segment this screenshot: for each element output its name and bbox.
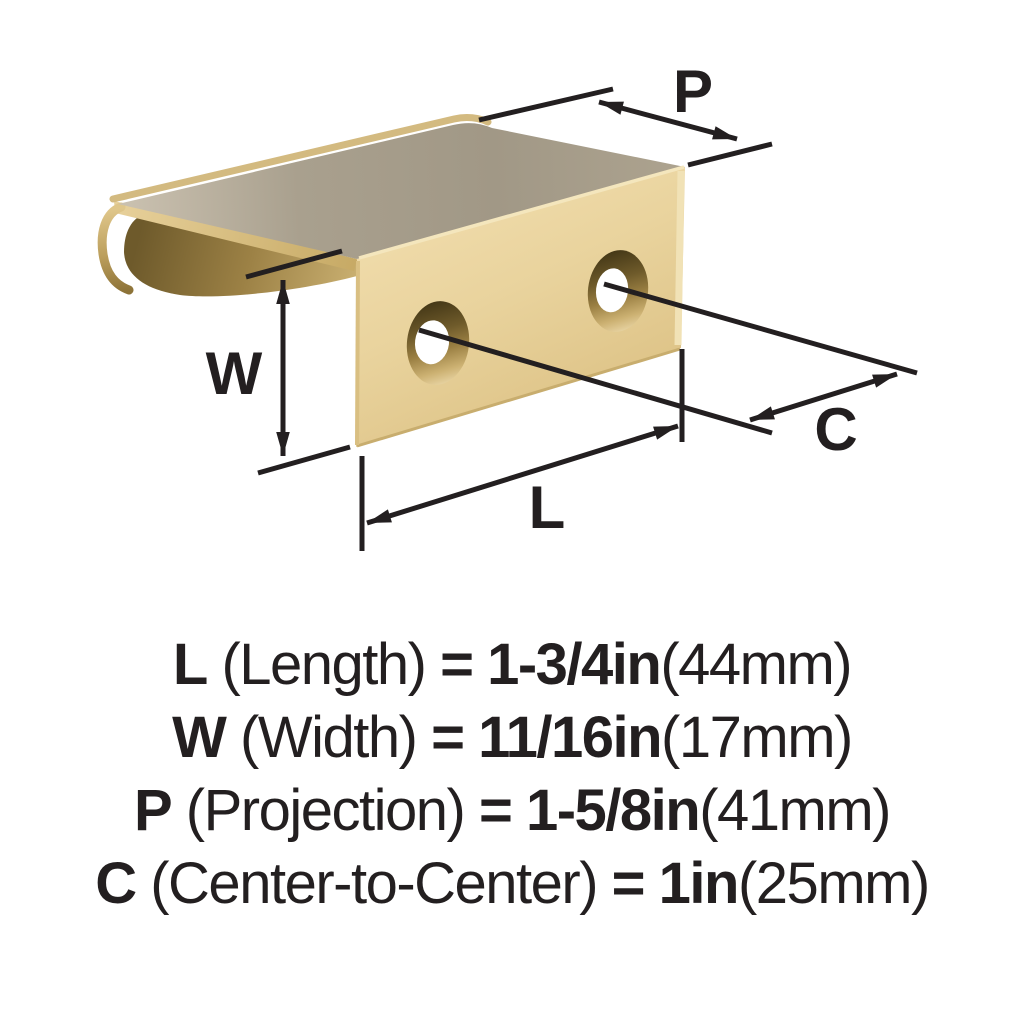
spec-key: C: [95, 851, 137, 916]
pull-front-lip-curl: [97, 202, 134, 295]
dimension-projection: P: [478, 58, 773, 168]
c-center-line-lower: [418, 327, 773, 436]
spec-metric: (41mm): [699, 778, 891, 843]
p-extension-line-back: [478, 86, 614, 123]
spec-key: W: [172, 705, 227, 770]
spec-key: L: [172, 632, 208, 697]
spec-value: 11/16in: [478, 705, 662, 770]
dimension-annotations: P W L C: [206, 58, 918, 551]
dimension-spec-list: L (Length) = 1-3/4in(44mm) W (Width) = 1…: [0, 628, 1024, 920]
spec-metric: (44mm): [660, 632, 852, 697]
l-label: L: [529, 474, 566, 541]
pull-top-edge-highlight: [358, 165, 685, 260]
spec-equals: =: [440, 632, 474, 697]
pull-right-edge-highlight: [674, 170, 685, 346]
spec-line-projection: P (Projection) = 1-5/8in(41mm): [0, 774, 1024, 847]
p-dimension-arrow: [598, 99, 738, 142]
pull-top-face: [118, 123, 685, 259]
w-tick-top: [245, 248, 343, 280]
p-label: P: [673, 58, 713, 125]
p-extension-line-front: [687, 141, 773, 168]
pull-left-edge-shade: [355, 260, 360, 446]
spec-name: (Center-to-Center): [150, 851, 598, 916]
w-tick-bottom: [257, 444, 351, 476]
dimension-width: W: [206, 248, 351, 476]
spec-line-length: L (Length) = 1-3/4in(44mm): [0, 628, 1024, 701]
spec-line-center-to-center: C (Center-to-Center) = 1in(25mm): [0, 847, 1024, 920]
spec-metric: (25mm): [737, 851, 930, 916]
spec-name: (Width): [240, 705, 418, 770]
screw-hole-right: [587, 250, 649, 332]
c-label: C: [814, 396, 857, 463]
spec-line-width: W (Width) = 11/16in(17mm): [0, 701, 1024, 774]
spec-metric: (17mm): [661, 705, 853, 770]
spec-value: 1-3/4in: [487, 632, 662, 697]
screw-hole-right-bore: [595, 268, 629, 313]
dimension-length: L: [359, 349, 685, 551]
c-center-line-upper: [603, 281, 918, 376]
spec-equals: =: [431, 705, 465, 770]
l-dimension-arrow: [366, 423, 679, 526]
spec-key: P: [133, 778, 173, 843]
edge-pull-illustration: [97, 114, 685, 448]
spec-equals: =: [478, 778, 513, 843]
dimension-center-to-center: C: [418, 281, 918, 463]
spec-name: (Projection): [185, 778, 466, 843]
pull-inner-curve-surface: [124, 216, 357, 297]
w-label: W: [206, 340, 263, 407]
spec-value: 1in: [658, 851, 740, 916]
spec-value: 1-5/8in: [525, 778, 701, 843]
spec-name: (Length): [221, 632, 427, 697]
pull-end-face-strip: [114, 201, 357, 271]
spec-equals: =: [611, 851, 646, 916]
c-dimension-arrow: [749, 371, 898, 423]
